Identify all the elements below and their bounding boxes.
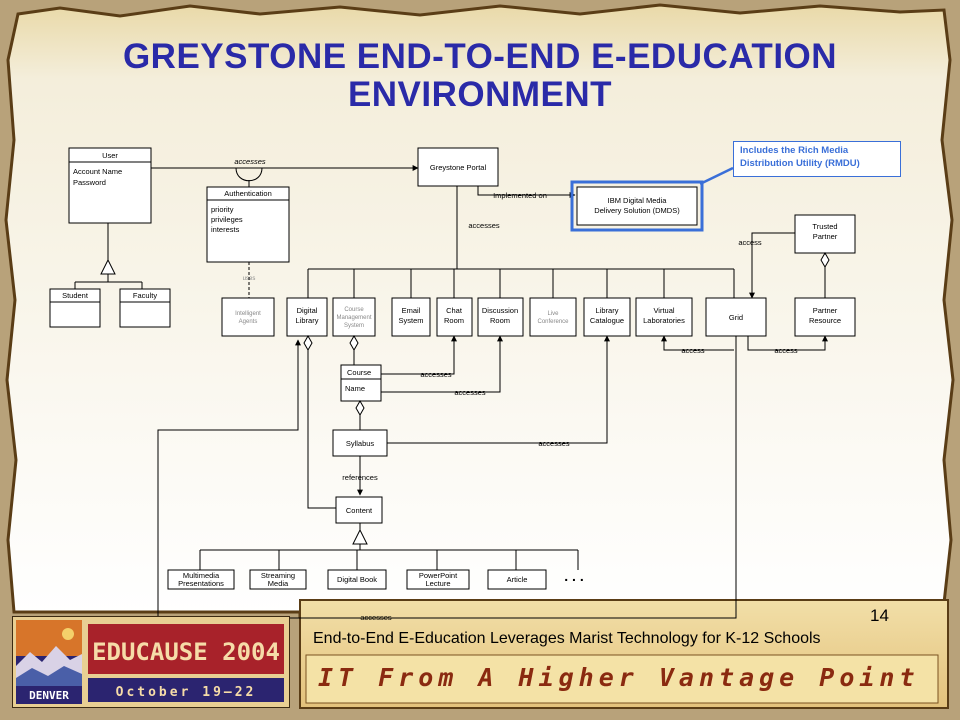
course-mgmt-line3: System — [344, 323, 364, 329]
course-attr-name: Name — [345, 384, 365, 393]
partner-resource-line1: Partner — [813, 306, 838, 315]
live-conference-class — [529, 297, 577, 337]
discussion-room-class — [477, 297, 524, 337]
course-class — [340, 364, 382, 402]
virtual-labs-line2: Laboratories — [643, 316, 685, 325]
powerpoint-line1: PowerPoint — [419, 571, 458, 580]
multimedia-line2: Presentations — [178, 579, 224, 588]
ibm-dmds-class — [576, 186, 698, 226]
slide-title: GREYSTONE END-TO-END E-EDUCATION ENVIRON… — [30, 38, 930, 114]
conference-tagline: IT From A Higher Vantage Point — [318, 663, 920, 692]
library-catalogue-class — [583, 297, 631, 337]
course-title: Course — [347, 368, 371, 377]
intelligent-agents-class — [221, 297, 275, 337]
content-class — [335, 496, 383, 524]
label-user-accesses: accesses — [234, 157, 266, 166]
auth-attr-interests: interests — [211, 225, 240, 234]
label-uses: uses — [243, 276, 256, 282]
chat-room-line1: Chat — [446, 306, 463, 315]
label-loop-access: accesses — [360, 613, 392, 622]
discussion-room-line1: Discussion — [482, 306, 518, 315]
intelligent-agents-line1: Intelligent — [235, 311, 261, 317]
email-system-class — [391, 297, 431, 337]
auth-title: Authentication — [224, 189, 272, 198]
digital-library-class — [286, 297, 328, 337]
article-class — [487, 569, 547, 590]
faculty-title: Faculty — [133, 291, 157, 300]
auth-attr-priority: priority — [211, 205, 234, 214]
email-system-line1: Email — [402, 306, 421, 315]
partner-resource-line2: Resource — [809, 316, 841, 325]
course-management-class — [332, 297, 376, 337]
intelligent-agents-line2: Agents — [239, 319, 258, 325]
label-partner-access: access — [774, 346, 798, 355]
digital-book-title: Digital Book — [337, 575, 377, 584]
logo-event: EDUCAUSE 2004 — [92, 638, 280, 666]
digital-library-line1: Digital — [297, 306, 318, 315]
course-mgmt-line2: Management — [336, 315, 371, 321]
streaming-media-class — [249, 569, 307, 590]
slide-title-line1: GREYSTONE END-TO-END E-EDUCATION — [122, 37, 838, 76]
multimedia-presentations-class — [167, 569, 235, 590]
chat-room-line2: Room — [444, 316, 464, 325]
powerpoint-lecture-class — [406, 569, 470, 590]
faculty-class — [119, 288, 171, 328]
streaming-line1: Streaming — [261, 571, 295, 580]
multimedia-line1: Multimedia — [183, 571, 220, 580]
slide-title-line2: ENVIRONMENT — [347, 75, 613, 114]
label-implemented-on: Implemented on — [493, 191, 547, 200]
auth-attr-privileges: privileges — [211, 215, 243, 224]
label-portal-accesses: accesses — [468, 221, 500, 230]
powerpoint-line2: Lecture — [425, 579, 450, 588]
streaming-line2: Media — [268, 579, 289, 588]
library-catalogue-line2: Catalogue — [590, 316, 624, 325]
trusted-partner-line2: Partner — [813, 232, 838, 241]
label-course-accesses-discussion: accesses — [454, 388, 486, 397]
syllabus-class — [332, 429, 388, 457]
trusted-partner-line1: Trusted — [812, 222, 837, 231]
student-class — [49, 288, 101, 328]
educause-logo: DENVER EDUCAUSE 2004 October 19–22 — [12, 616, 290, 708]
rmdu-callout: Includes the Rich Media Distribution Uti… — [733, 141, 901, 177]
footer-text: End-to-End E-Education Leverages Marist … — [313, 630, 821, 647]
syllabus-title: Syllabus — [346, 439, 375, 448]
ibm-highlight-frame — [570, 180, 704, 232]
grid-class — [705, 297, 767, 337]
greystone-portal-title: Greystone Portal — [430, 163, 487, 172]
live-conference-line1: Live — [547, 311, 559, 317]
logo-city: DENVER — [29, 689, 69, 702]
live-conference-line2: Conference — [537, 319, 569, 325]
user-title: User — [102, 151, 118, 160]
ibm-line1: IBM Digital Media — [608, 196, 668, 205]
student-title: Student — [62, 291, 89, 300]
ellipsis: . . . — [564, 568, 583, 584]
digital-book-class — [327, 569, 387, 590]
virtual-laboratories-class — [635, 297, 693, 337]
user-attr-account: Account Name — [73, 167, 122, 176]
course-mgmt-line1: Course — [344, 307, 364, 313]
trusted-partner-class — [794, 214, 856, 254]
ibm-line2: Delivery Solution (DMDS) — [594, 206, 680, 215]
discussion-room-line2: Room — [490, 316, 510, 325]
library-catalogue-line1: Library — [596, 306, 619, 315]
label-course-accesses-chat: accesses — [420, 370, 452, 379]
user-attr-password: Password — [73, 178, 106, 187]
user-class — [68, 147, 152, 224]
label-syllabus-accesses: accesses — [538, 439, 570, 448]
virtual-labs-line1: Virtual — [653, 306, 674, 315]
label-virtual-access: access — [681, 346, 705, 355]
grid-title: Grid — [729, 313, 743, 322]
page-number: 14 — [870, 606, 889, 625]
article-title: Article — [507, 575, 528, 584]
label-references: references — [342, 473, 378, 482]
greystone-portal-class — [417, 147, 499, 187]
digital-library-line2: Library — [296, 316, 319, 325]
content-title: Content — [346, 506, 373, 515]
logo-dates: October 19–22 — [116, 685, 257, 700]
email-system-line2: System — [398, 316, 423, 325]
label-trusted-access: access — [738, 238, 762, 247]
chat-room-class — [436, 297, 473, 337]
